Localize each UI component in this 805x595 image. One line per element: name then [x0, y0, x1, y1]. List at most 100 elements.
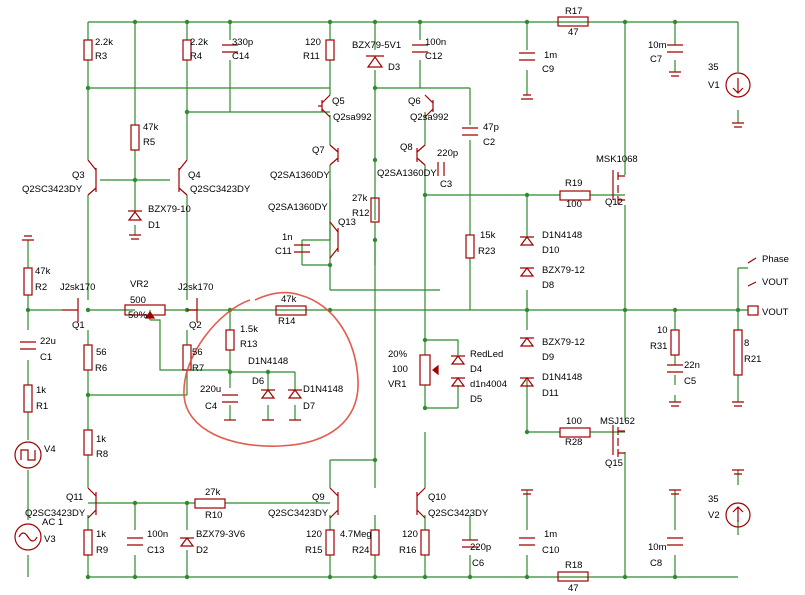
c4-value: 220u — [200, 384, 221, 395]
q10-name: Q10 — [428, 492, 446, 503]
r17-name: R17 — [565, 6, 582, 17]
d10-name: D10 — [542, 245, 559, 256]
vr2-percent: 50% — [128, 310, 148, 321]
v4-name: V4 — [44, 444, 56, 455]
q6-value: Q2sa992 — [410, 112, 449, 123]
c6-name: C6 — [472, 558, 484, 569]
r1-value: 1k — [36, 385, 46, 396]
r8-name: R8 — [96, 449, 108, 460]
vout-label-1: VOUT — [762, 277, 789, 288]
d2-value: BZX79-3V6 — [196, 529, 245, 540]
wires — [27, 21, 748, 578]
r5-value: 47k — [143, 122, 159, 133]
d8-name: D8 — [542, 280, 554, 291]
d1-name: D1 — [148, 220, 160, 231]
c13-value: 100n — [147, 529, 168, 540]
c11-value: 1n — [282, 232, 293, 243]
r12-name: R12 — [352, 208, 369, 219]
r14-name: R14 — [278, 316, 295, 327]
d10-value: D1N4148 — [542, 230, 582, 241]
q8-value: Q2SA1360DY — [377, 168, 437, 179]
r3-name: R3 — [95, 51, 107, 62]
c3-name: C3 — [440, 179, 452, 190]
q11-value: Q2SC3423DY — [25, 508, 86, 519]
r28-name: R28 — [565, 437, 582, 448]
r18-name: R18 — [565, 560, 582, 571]
q1-name: Q1 — [72, 320, 85, 331]
c12-value: 100n — [425, 37, 446, 48]
c9-name: C9 — [542, 64, 554, 75]
q6-name: Q6 — [408, 96, 421, 107]
r10-name: R10 — [205, 510, 222, 521]
d1-value: BZX79-10 — [148, 204, 191, 215]
r2-value: 47k — [35, 266, 51, 277]
phase-label: Phase — [762, 254, 789, 265]
c1-name: C1 — [40, 352, 52, 363]
r19-name: R19 — [565, 178, 582, 189]
r13-name: R13 — [240, 339, 257, 350]
r14-value: 47k — [281, 294, 297, 305]
d3-name: D3 — [388, 62, 400, 73]
q12-model: MSK1068 — [596, 154, 638, 165]
components — [14, 16, 759, 582]
r9-name: R9 — [96, 545, 108, 556]
r11-name: R11 — [303, 51, 320, 62]
d7-name: D7 — [303, 401, 315, 412]
c2-name: C2 — [483, 137, 495, 148]
vr2-value: 500 — [130, 295, 146, 306]
c12-name: C12 — [425, 51, 442, 62]
q5-name: Q5 — [332, 96, 345, 107]
r15-value: 120 — [306, 529, 322, 540]
q4-name: Q4 — [188, 170, 201, 181]
r19-value: 100 — [566, 199, 582, 210]
r5-name: R5 — [143, 137, 155, 148]
c11-name: C11 — [275, 246, 292, 257]
d5-value: d1n4004 — [470, 379, 507, 390]
q2-name: Q2 — [189, 320, 202, 331]
vr1-name: VR1 — [388, 379, 406, 390]
hand-drawn-circle-annotation — [183, 291, 359, 447]
q9-name: Q9 — [312, 492, 325, 503]
r16-name: R16 — [399, 545, 416, 556]
q13-name: Q13 — [338, 217, 356, 228]
d11-name: D11 — [542, 388, 559, 399]
c8-value: 10m — [648, 542, 667, 553]
r23-name: R23 — [478, 246, 495, 257]
c8-name: C8 — [650, 558, 662, 569]
r2-name: R2 — [35, 282, 47, 293]
c9-value: 1m — [544, 50, 557, 61]
v3-name: V3 — [44, 534, 56, 545]
d5-name: D5 — [470, 394, 482, 405]
r10-value: 27k — [205, 487, 221, 498]
r18-value: 47 — [568, 583, 579, 594]
q12-name: Q12 — [605, 197, 623, 208]
r9-value: 1k — [96, 529, 106, 540]
q3-name: Q3 — [72, 170, 85, 181]
d9-value: BZX79-12 — [542, 337, 585, 348]
r7-value: 56 — [192, 347, 203, 358]
r23-value: 15k — [480, 230, 496, 241]
d4-name: D4 — [470, 364, 482, 375]
c14-name: C14 — [232, 51, 249, 62]
q10-value: Q2SC3423DY — [428, 508, 489, 519]
q15-model: MSJ162 — [600, 416, 635, 427]
c5-name: C5 — [684, 376, 696, 387]
q7-value: Q2SA1360DY — [270, 170, 330, 181]
r28-value: 100 — [566, 416, 582, 427]
c5-value: 22n — [684, 360, 700, 371]
c10-name: C10 — [542, 545, 559, 556]
c10-value: 1m — [544, 529, 557, 540]
q1-model: J2sk170 — [60, 282, 95, 293]
v1-value: 35 — [708, 62, 719, 73]
d11-value: D1N4148 — [542, 372, 582, 383]
d2-name: D2 — [196, 545, 208, 556]
labels: R17 47 2.2k R3 2.2k R4 330p C14 120 R11 … — [22, 6, 789, 594]
d9-name: D9 — [542, 352, 554, 363]
d8-value: BZX79-12 — [542, 265, 585, 276]
c7-name: C7 — [650, 54, 662, 65]
r13-value: 1.5k — [240, 324, 258, 335]
c2-value: 47p — [483, 122, 499, 133]
r6-value: 56 — [96, 347, 107, 358]
c1-value: 22u — [40, 336, 56, 347]
q3-value: Q2SC3423DY — [22, 184, 83, 195]
